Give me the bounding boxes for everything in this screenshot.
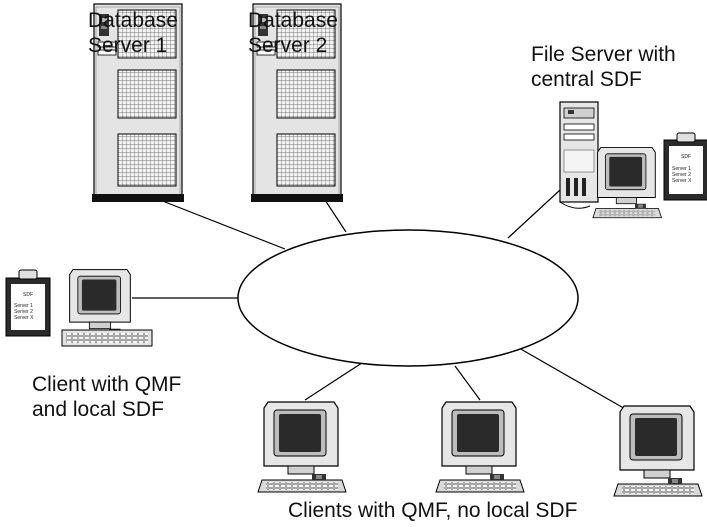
client-workstation-3 — [613, 405, 703, 497]
file-server-clipboard-line-3: Server 2 — [672, 172, 691, 178]
file-server-clipboard-line-4: Server X — [672, 178, 692, 184]
link-client-1 — [304, 358, 369, 401]
client-workstation-1 — [257, 401, 347, 493]
db-server-1-label: Database Server 1 — [88, 8, 178, 58]
db-server-1-label-line-1: Database — [88, 9, 178, 32]
client-local-label-line-2: and local SDF — [32, 398, 164, 421]
client-clipboard-line-4: Server X — [14, 315, 34, 321]
file-server-label-line-2: central SDF — [531, 68, 642, 91]
client-workstation-2 — [435, 401, 525, 493]
file-server-label-line-1: File Server with — [531, 43, 676, 66]
file-server: SDF Server 1 Server 2 Server X — [559, 101, 707, 219]
client-local-clipboard: SDF Server 1 Server 2 Server X — [5, 269, 51, 337]
network-ellipse — [237, 229, 579, 367]
link-db-server-2 — [324, 199, 347, 233]
link-client-2 — [454, 365, 481, 401]
db-server-2-label-line-2: Server 2 — [248, 34, 328, 57]
file-server-monitor — [592, 147, 662, 219]
client-local-label: Client with QMF and local SDF — [32, 372, 181, 422]
client-local-desktop-unit — [61, 329, 153, 347]
file-server-clipboard-line-2: Server 1 — [672, 166, 691, 172]
db-server-2-label-line-1: Database — [248, 9, 338, 32]
link-client-3 — [518, 347, 628, 411]
file-server-clipboard-line-1: SDF — [681, 154, 691, 160]
db-server-1-label-line-2: Server 1 — [88, 34, 168, 57]
client-clipboard-line-2: Server 1 — [14, 303, 33, 309]
network-links — [132, 189, 628, 411]
client-clipboard-line-3: Server 2 — [14, 309, 33, 315]
client-clipboard-line-1: SDF — [23, 292, 33, 298]
clients-no-local-label: Clients with QMF, no local SDF — [288, 499, 578, 522]
client-local-label-line-1: Client with QMF — [32, 373, 182, 396]
file-server-clipboard: SDF Server 1 Server 2 Server X — [663, 132, 707, 201]
db-server-2-label: Database Server 2 — [248, 8, 338, 58]
client-local-sdf: SDF Server 1 Server 2 Server X — [5, 269, 153, 347]
file-server-tower — [559, 101, 599, 209]
link-file-server — [507, 189, 561, 239]
file-server-label: File Server with central SDF — [531, 42, 676, 92]
link-db-server-1 — [159, 199, 286, 250]
